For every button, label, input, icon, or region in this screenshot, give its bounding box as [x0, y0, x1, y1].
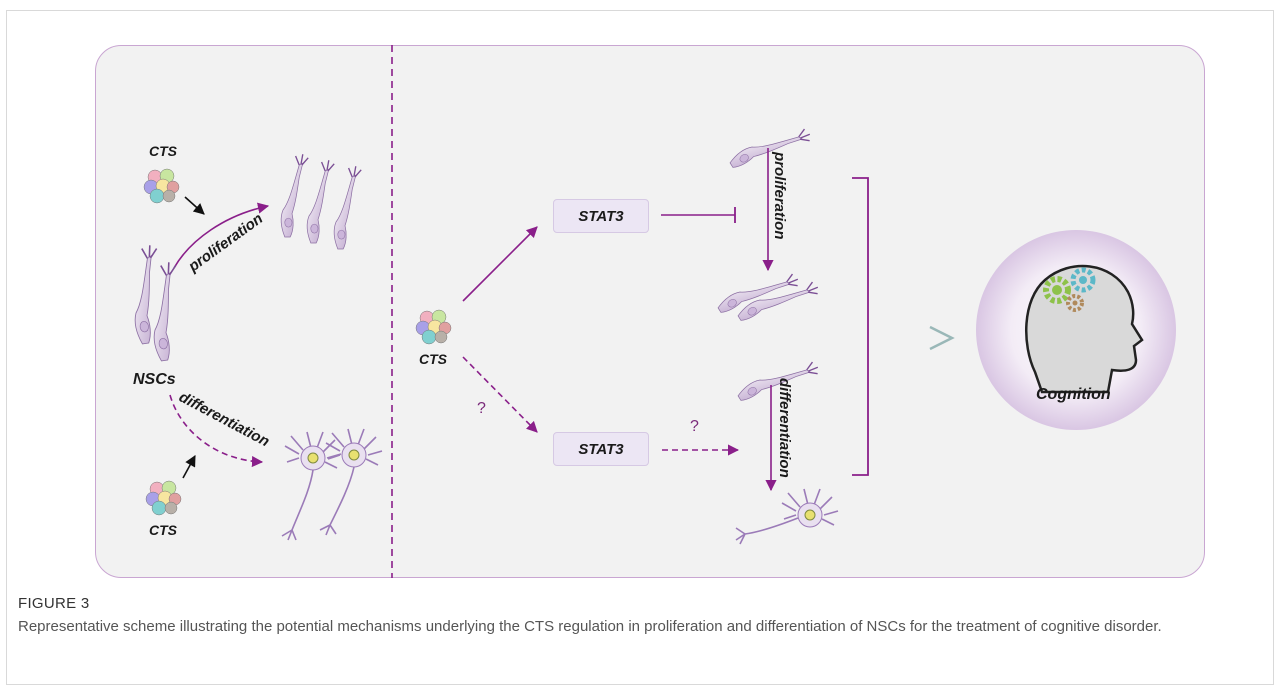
- right-cell-top: [727, 115, 814, 184]
- cognition-arrow: [876, 325, 955, 351]
- cts-molecule-top-left: [143, 168, 180, 204]
- right-cells-proliferated: [715, 260, 822, 337]
- cts-to-stat3-top-arrow: [462, 226, 538, 302]
- cts-to-differentiation-arrow: [182, 455, 196, 479]
- stat3-label-top: STAT3: [578, 207, 624, 225]
- cts-label-bottom-left: CTS: [149, 522, 178, 538]
- cts-molecule-right: [415, 309, 452, 345]
- cts-molecule-bottom-left: [145, 480, 182, 516]
- neurons-left: [281, 428, 383, 541]
- stat3-box-top: STAT3: [553, 199, 649, 233]
- figure-title: FIGURE 3: [18, 595, 90, 612]
- figure-caption: Representative scheme illustrating the p…: [18, 618, 1162, 635]
- question-mark-2: ?: [690, 418, 699, 435]
- stat3-label-bottom: STAT3: [578, 440, 624, 458]
- proliferation-label-right: proliferation: [771, 151, 788, 240]
- cts-to-stat3-bottom-arrow: [462, 356, 538, 433]
- question-mark-1: ?: [477, 400, 486, 417]
- cognition-head-icon: [976, 230, 1176, 430]
- cts-label-top-left: CTS: [149, 143, 178, 159]
- nscs-label: NSCs: [133, 371, 176, 388]
- nsc-cells: [123, 243, 190, 363]
- result-bracket: [852, 177, 869, 476]
- differentiation-label-right: differentiation: [776, 378, 793, 478]
- differentiation-label-left: differentiation: [176, 389, 272, 451]
- gear-icon: [1043, 276, 1071, 304]
- differentiation-arrow-left: [169, 394, 264, 468]
- right-neuron: [735, 488, 839, 545]
- stat3-box-bottom: STAT3: [553, 432, 649, 466]
- proliferation-arrow-left: [173, 202, 270, 269]
- cts-label-right: CTS: [419, 351, 448, 367]
- cognition-label: Cognition: [1036, 386, 1111, 403]
- proliferated-cells-left: [280, 153, 362, 250]
- proliferation-label-left: proliferation: [185, 210, 267, 276]
- gear-icon-2: [1070, 267, 1096, 293]
- gear-icon-3: [1066, 294, 1084, 312]
- cts-to-proliferation-arrow: [184, 196, 205, 215]
